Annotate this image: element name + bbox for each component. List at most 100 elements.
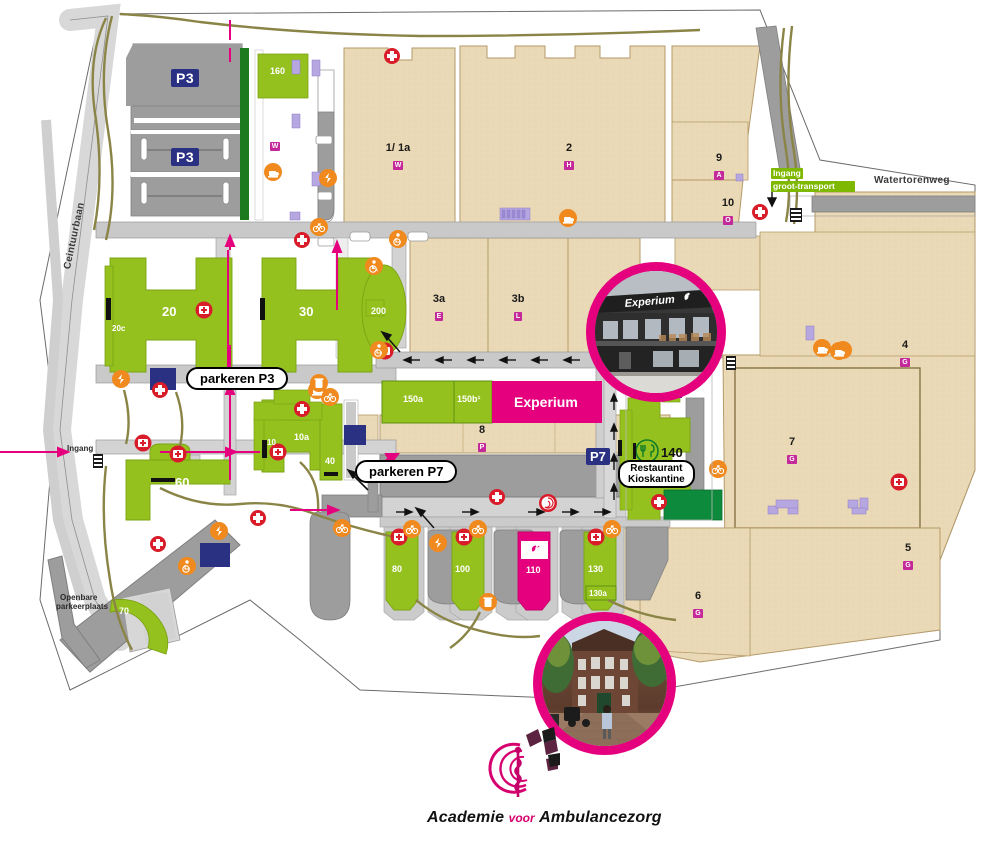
parcel-3a: 3a E (428, 293, 450, 323)
callout-restaurant-kioskantine[interactable]: Restaurant Kioskantine (618, 460, 695, 488)
blue-box (200, 543, 230, 567)
parcel-code: E (434, 312, 444, 321)
parcel-number: 2 (565, 142, 573, 154)
building-70 (109, 598, 169, 655)
entrance-label-ingang: Ingang (67, 444, 94, 453)
building-label-20: 20 (162, 304, 177, 319)
parcel-number: 5 (904, 542, 912, 554)
parcel-code: G (900, 358, 910, 367)
hydrant-icon (539, 494, 557, 512)
pink-buildings (492, 381, 602, 611)
entrance-groot-transport: Ingang groot-transport (771, 163, 855, 192)
building-photo[interactable] (533, 612, 676, 755)
logo-word-ambulancezorg: Ambulancezorg (539, 809, 662, 826)
building-label-150a: 150a (403, 394, 424, 404)
parcel-code: P (477, 443, 487, 452)
building-label-20c: 20c (112, 324, 126, 333)
building-40 (319, 403, 343, 481)
building-label-experium: Experium (514, 394, 578, 410)
parcel-number: 9 (715, 152, 723, 164)
street-label-watertorenweg: Watertorenweg (874, 175, 950, 186)
parcel-number: 4 (901, 339, 909, 351)
lightning-icon (112, 169, 447, 552)
callout-parkeren-p3[interactable]: parkeren P3 (186, 367, 289, 390)
building-label-160: 160 (270, 66, 286, 76)
parcel-8: 8 P (473, 424, 491, 454)
parcel-9: 9 A (708, 152, 730, 182)
parcel-2: 2 H (558, 142, 580, 172)
parcel-6: 6 G (689, 590, 707, 620)
waste-bin-icon (310, 374, 497, 611)
parcel-code: O (723, 216, 733, 225)
building-label-130a: 130a (589, 589, 607, 598)
building-60 (125, 443, 231, 521)
parcel-number: 8 (478, 424, 486, 436)
parking-tag-p3-lower: P3 (171, 148, 200, 167)
restaurant-icon (633, 439, 659, 463)
parcel-code: W (392, 161, 404, 170)
entrance-groot-transport-line1: Ingang (771, 168, 803, 179)
parcel-number: 6 (694, 590, 702, 602)
hedges (91, 12, 799, 651)
building-label-10: 10 (267, 438, 276, 447)
building-label-150b: 150b¹ (457, 394, 481, 404)
parcel-5: 5 G (899, 542, 917, 572)
map-icons (112, 48, 908, 611)
building-label-140: 140 (661, 445, 683, 460)
building-30 (261, 257, 373, 373)
bicycle-icon (310, 218, 727, 538)
parcel-number: 10 (721, 197, 735, 209)
area-label-openbare: Openbare (60, 593, 98, 602)
building-experium (492, 381, 602, 423)
callout-parkeren-p7[interactable]: parkeren P7 (355, 460, 458, 483)
building-label-40: 40 (325, 456, 336, 466)
parking-tag-p7: P7 (586, 448, 610, 466)
parcel-number: 3a (432, 293, 446, 305)
building-label-10a: 10a (294, 432, 310, 442)
gate-marks (93, 208, 802, 468)
coffee-icon (264, 163, 848, 399)
parcel-code: A (714, 171, 724, 180)
parcel-number: 7 (788, 436, 796, 448)
building-label-30: 30 (299, 304, 314, 319)
person-figure (602, 705, 612, 739)
area-label-parkeerplaats: parkeerplaats (56, 602, 109, 611)
experium-photo[interactable]: Experium (586, 262, 726, 402)
lone-code-w: W (268, 135, 282, 153)
logo-word-academie: Academie (427, 809, 505, 826)
logo-mark (480, 725, 570, 810)
logo-word-voor: voor (508, 811, 535, 825)
building-150a (381, 380, 455, 424)
route-arrows (0, 20, 401, 516)
callout-restaurant-line2: Kioskantine (628, 474, 685, 485)
building-label-110: 110 (526, 565, 541, 575)
blue-box (344, 425, 366, 445)
parcel-3b: 3b L (507, 293, 529, 323)
building-label-130: 130 (588, 564, 604, 574)
entrance-groot-transport-line2: groot-transport (771, 181, 855, 192)
parcel-code: W (269, 142, 281, 151)
parcel-code: L (513, 312, 523, 321)
first-aid-icon (150, 48, 768, 552)
logo-wordmark: Academie voor Ambulancezorg (427, 809, 662, 827)
building-label-100: 100 (455, 564, 471, 574)
parcel-code: G (787, 455, 797, 464)
building-label-200: 200 (371, 306, 387, 316)
parcel-7: 7 G (783, 436, 801, 466)
callout-restaurant-line1: Restaurant (630, 463, 683, 474)
parcel-code: G (693, 609, 703, 618)
parcel-number: 1/ 1a (385, 142, 411, 154)
sport-field (663, 489, 723, 521)
building-label-60: 60 (175, 475, 190, 490)
building-label-80: 80 (392, 564, 403, 574)
parking-tag-p3-top: P3 (171, 69, 200, 88)
parcel-4: 4 G (896, 339, 914, 369)
parcel-10: 10 O (717, 197, 739, 227)
building-label-70: 70 (119, 606, 130, 616)
parcel-code: G (903, 561, 913, 570)
parcel-1-1a: 1/ 1a W (378, 142, 418, 172)
building-160 (257, 53, 309, 99)
parcel-code: H (564, 161, 574, 170)
